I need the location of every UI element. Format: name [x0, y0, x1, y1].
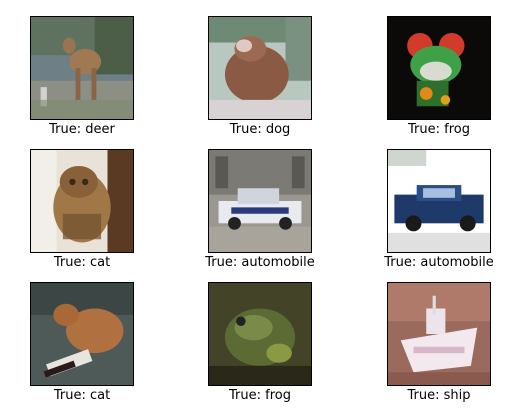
- image-label: True: automobile: [205, 255, 315, 270]
- image-deer: [30, 16, 134, 120]
- image-ship: [387, 282, 491, 386]
- image-label: True: frog: [229, 388, 291, 403]
- image-label: True: cat: [53, 388, 111, 403]
- image-label: True: dog: [229, 122, 291, 137]
- image-dog: [208, 16, 312, 120]
- image-automobile: [387, 149, 491, 253]
- image-label: True: frog: [408, 122, 470, 137]
- image-cat: [30, 149, 134, 253]
- image-label: True: deer: [49, 122, 115, 137]
- image-automobile: [208, 149, 312, 253]
- image-label: True: cat: [53, 255, 111, 270]
- image-label: True: ship: [407, 388, 471, 403]
- image-frog: [387, 16, 491, 120]
- image-cat: [30, 282, 134, 386]
- image-frog: [208, 282, 312, 386]
- image-label: True: automobile: [384, 255, 494, 270]
